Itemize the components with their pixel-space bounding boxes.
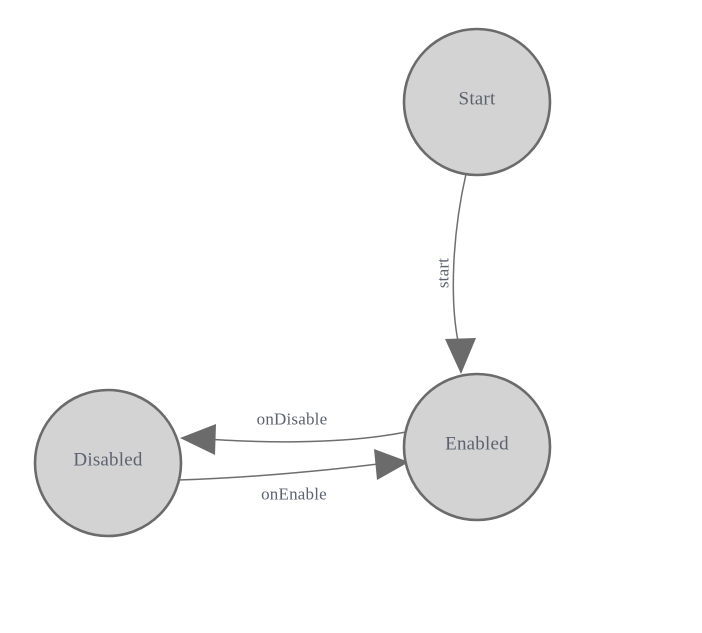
edge-disabled-to-enabled[interactable]: onEnable	[177, 449, 409, 504]
state-node-start[interactable]: Start	[402, 27, 552, 177]
state-node-disabled-circle	[33, 388, 183, 538]
edge-label-on-disable: onDisable	[257, 410, 328, 429]
edge-label-on-enable: onEnable	[261, 485, 327, 504]
edge-start-to-enabled[interactable]: start	[434, 173, 477, 374]
edge-enabled-to-disabled-path	[192, 431, 407, 443]
state-node-disabled[interactable]: Disabled	[33, 388, 183, 538]
edge-label-start: start	[434, 258, 453, 288]
edge-disabled-to-enabled-path	[177, 463, 379, 481]
state-node-start-label: Start	[459, 89, 496, 110]
edge-start-to-enabled-arrowhead	[445, 338, 476, 374]
state-node-enabled[interactable]: Enabled	[402, 372, 552, 522]
edge-enabled-to-disabled-arrowhead	[180, 424, 216, 455]
edge-enabled-to-disabled[interactable]: onDisable	[180, 410, 407, 456]
state-node-disabled-label: Disabled	[73, 450, 142, 471]
state-node-enabled-circle	[402, 372, 552, 522]
state-node-start-circle	[402, 27, 552, 177]
state-node-enabled-label: Enabled	[445, 434, 509, 455]
edge-disabled-to-enabled-arrowhead	[374, 449, 409, 480]
edge-start-to-enabled-path	[452, 173, 467, 342]
